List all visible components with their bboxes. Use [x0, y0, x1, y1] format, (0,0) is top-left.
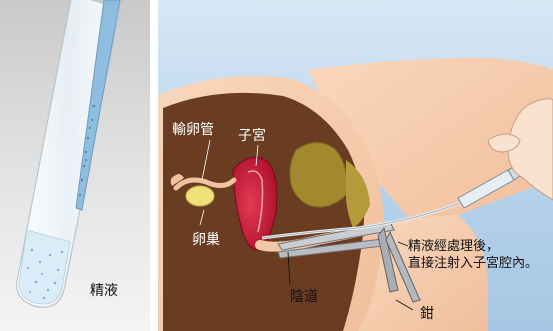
- iui-anatomy-illustration: [158, 0, 553, 331]
- ovary-label: 卵巢: [192, 232, 220, 248]
- test-tube-panel: 精液: [0, 0, 150, 331]
- fallopian-tube-label: 輸卵管: [172, 122, 214, 138]
- uterus-label: 子宮: [238, 128, 266, 144]
- test-tube-illustration: [0, 0, 150, 331]
- ovary: [186, 186, 214, 206]
- anatomy-panel: 輸卵管 子宮 卵巢 陰道 精液經處理後， 直接注射入子宮腔內。 鉗: [158, 0, 553, 331]
- procedure-note: 精液經處理後， 直接注射入子宮腔內。: [408, 238, 538, 272]
- procedure-note-line2: 直接注射入子宮腔內。: [408, 255, 538, 272]
- semen-label: 精液: [90, 283, 118, 299]
- clamp-label: 鉗: [420, 306, 434, 322]
- vagina-label: 陰道: [290, 289, 318, 305]
- procedure-note-line1: 精液經處理後，: [408, 238, 538, 255]
